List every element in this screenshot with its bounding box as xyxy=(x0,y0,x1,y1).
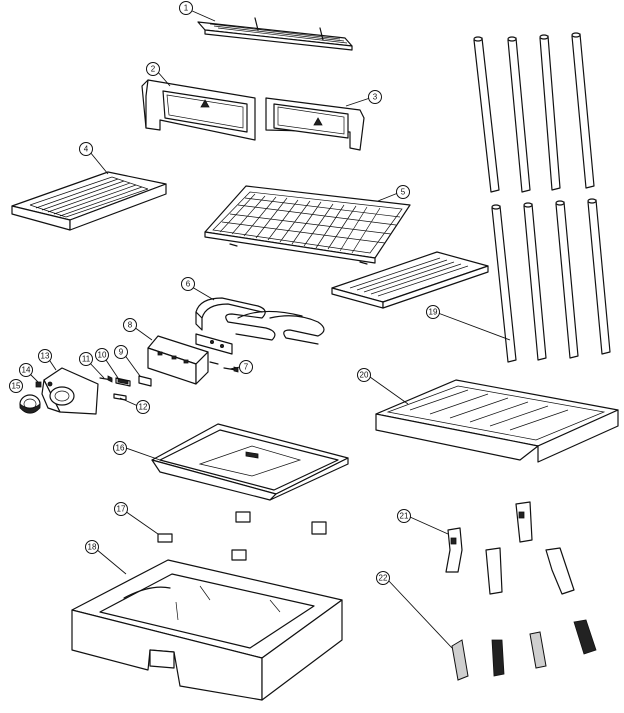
part-1-top-rail xyxy=(197,17,353,51)
part-13-control-housing xyxy=(35,367,99,415)
callout-9: 9 xyxy=(114,345,128,359)
part-5-main-grate xyxy=(204,185,411,265)
callout-label: 7 xyxy=(244,363,249,372)
callout-label: 19 xyxy=(429,308,438,317)
callout-label: 16 xyxy=(116,444,125,453)
part-2-left-panel xyxy=(141,79,256,141)
callout-15: 15 xyxy=(9,379,23,393)
callout-label: 11 xyxy=(82,355,91,364)
part-6-heating-element xyxy=(195,297,325,345)
small-hardware xyxy=(99,361,239,401)
callout-7: 7 xyxy=(239,360,253,374)
callout-label: 1 xyxy=(184,4,189,13)
callout-label: 3 xyxy=(373,93,378,102)
callout-16: 16 xyxy=(113,441,127,455)
part-17-clips xyxy=(157,511,327,561)
part-18-base xyxy=(71,559,343,701)
callout-10: 10 xyxy=(95,348,109,362)
part-5b-side-tray xyxy=(331,251,489,309)
part-3-right-panel xyxy=(265,97,365,151)
callout-8: 8 xyxy=(123,318,137,332)
callout-label: 12 xyxy=(139,403,148,412)
callout-6: 6 xyxy=(181,277,195,291)
callout-17: 17 xyxy=(114,502,128,516)
callout-22: 22 xyxy=(376,571,390,585)
part-21-connectors xyxy=(445,501,575,595)
callout-12: 12 xyxy=(136,400,150,414)
part-16-water-pan xyxy=(151,423,349,501)
callout-label: 13 xyxy=(41,352,50,361)
callout-label: 9 xyxy=(119,348,124,357)
callout-21: 21 xyxy=(397,509,411,523)
callout-label: 21 xyxy=(400,512,409,521)
callout-5: 5 xyxy=(396,185,410,199)
callout-label: 8 xyxy=(128,321,133,330)
callout-2: 2 xyxy=(146,62,160,76)
part-8-control-bracket xyxy=(147,333,233,385)
callout-label: 15 xyxy=(12,382,21,391)
callout-label: 10 xyxy=(98,351,107,360)
callout-label: 5 xyxy=(401,188,406,197)
part-22-feet xyxy=(451,619,597,681)
callout-label: 20 xyxy=(360,371,369,380)
part-20-drip-tray xyxy=(375,379,619,463)
callout-3: 3 xyxy=(368,90,382,104)
callout-label: 18 xyxy=(88,543,97,552)
callout-13: 13 xyxy=(38,349,52,363)
callout-20: 20 xyxy=(357,368,371,382)
callout-label: 14 xyxy=(22,366,31,375)
callout-label: 17 xyxy=(117,505,126,514)
leader-lines xyxy=(27,9,511,649)
callout-14: 14 xyxy=(19,363,33,377)
callout-label: 4 xyxy=(84,145,89,154)
part-19-legs xyxy=(473,32,611,363)
callout-label: 22 xyxy=(379,574,388,583)
callout-1: 1 xyxy=(179,1,193,15)
callout-18: 18 xyxy=(85,540,99,554)
callout-label: 2 xyxy=(151,65,156,74)
callout-4: 4 xyxy=(79,142,93,156)
callout-19: 19 xyxy=(426,305,440,319)
part-4-grill-plate xyxy=(11,171,167,231)
part-15-knob xyxy=(19,394,41,414)
callout-label: 6 xyxy=(186,280,191,289)
callout-11: 11 xyxy=(79,352,93,366)
